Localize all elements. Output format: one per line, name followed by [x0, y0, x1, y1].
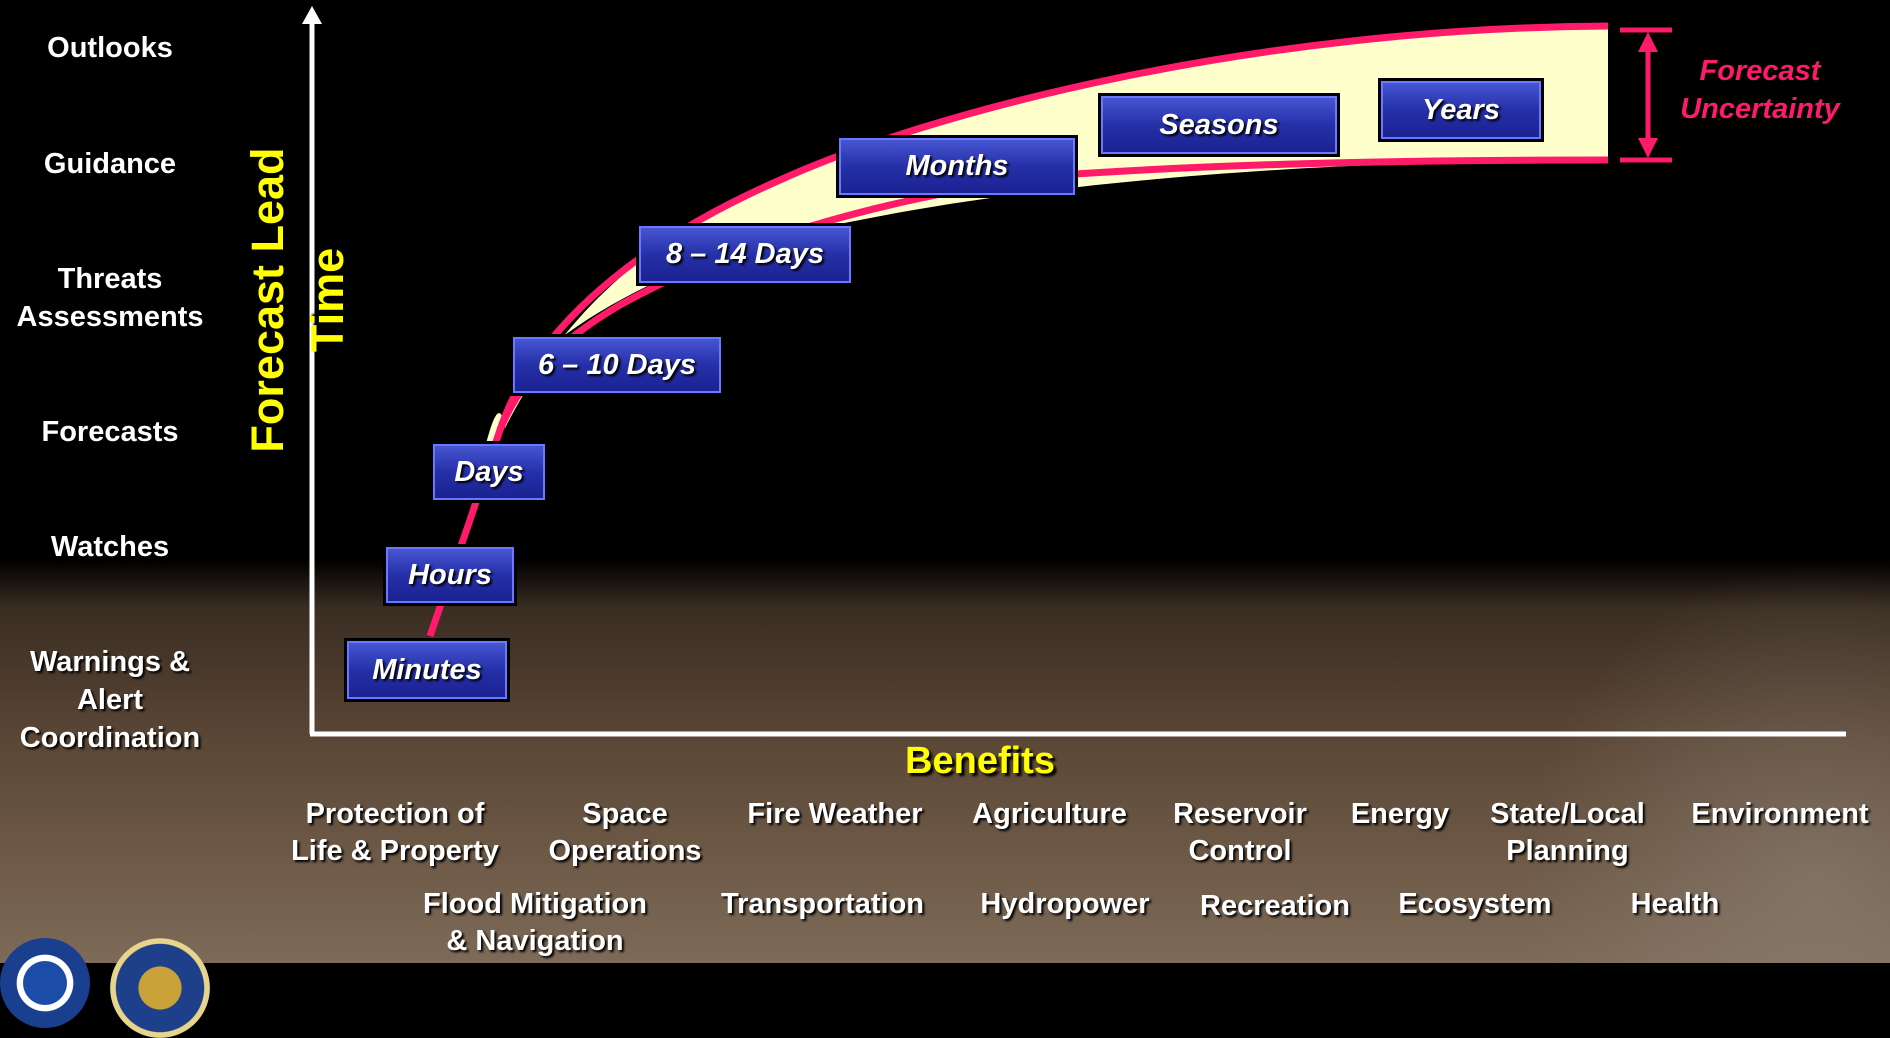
benefit-recreation: Recreation	[1200, 890, 1350, 922]
benefit-transportation: Transportation	[720, 888, 924, 920]
benefit-flood-mitigation: Flood Mitigation & Navigation	[423, 888, 647, 957]
level-watches: Watches	[50, 531, 170, 563]
benefit-energy: Energy	[1350, 798, 1450, 830]
timescale-days: Days	[430, 441, 548, 503]
benefit-hydropower: Hydropower	[980, 888, 1150, 920]
globe-haze	[1520, 560, 1890, 963]
benefit-space-operations: Space Operations	[548, 798, 702, 867]
timescale-seasons: Seasons	[1098, 93, 1340, 157]
timescale-minutes: Minutes	[344, 638, 510, 702]
ground-background	[0, 560, 1890, 963]
level-outlooks: Outlooks	[47, 32, 173, 64]
timescale-hours: Hours	[383, 544, 517, 606]
noaa-logo	[0, 938, 90, 1028]
level-guidance: Guidance	[43, 148, 177, 180]
timescale-6-10-days: 6 – 10 Days	[510, 334, 724, 396]
y-axis-title: Forecast Lead Time	[242, 147, 353, 453]
benefit-fire-weather: Fire Weather	[747, 798, 923, 830]
y-axis-arrowhead	[302, 6, 322, 24]
department-of-commerce-seal	[110, 938, 210, 1038]
x-axis-title: Benefits	[905, 740, 1055, 782]
benefit-health: Health	[1630, 888, 1720, 920]
benefit-ecosystem: Ecosystem	[1398, 888, 1552, 920]
benefit-agriculture: Agriculture	[972, 798, 1127, 830]
level-threats-assessments: Threats Assessments	[16, 263, 204, 333]
uncertainty-label: Forecast Uncertainty	[1680, 55, 1840, 125]
benefit-environment: Environment	[1691, 798, 1869, 830]
benefit-protection-of-life: Protection of Life & Property	[291, 798, 499, 867]
timescale-years: Years	[1378, 78, 1544, 142]
benefit-reservoir-control: Reservoir Control	[1173, 798, 1307, 867]
timescale-8-14-days: 8 – 14 Days	[636, 223, 854, 286]
uncertainty-arrow	[1620, 27, 1672, 163]
timescale-months: Months	[836, 135, 1078, 198]
benefit-state-local-planning: State/Local Planning	[1490, 798, 1645, 867]
level-warnings: Warnings & Alert Coordination	[19, 646, 201, 754]
level-forecasts: Forecasts	[41, 416, 179, 448]
